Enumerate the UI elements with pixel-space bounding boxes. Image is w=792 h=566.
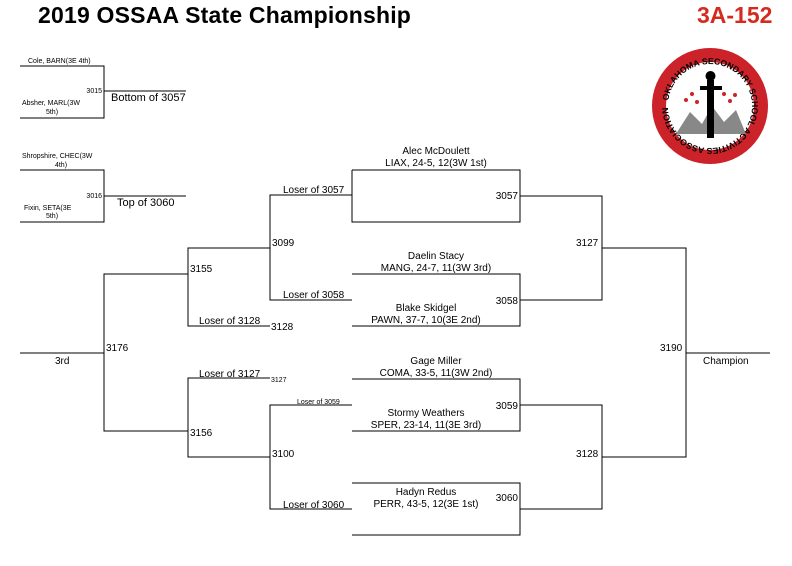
match-number-3190: 3190 [660,343,683,354]
wrestler-stormy-info: SPER, 23-14, 11(3E 3rd) [370,420,482,431]
match-number-3155: 3155 [190,264,213,275]
bottom-of-3057-label: Bottom of 3057 [111,92,186,104]
wrestler-shropshire-place: 4th) [54,162,68,169]
loser-of-3059-label: Loser of 3059 [297,399,340,406]
champion-label: Champion [703,356,749,367]
wrestler-daelin-info: MANG, 24-7, 11(3W 3rd) [380,263,492,274]
wrestler-alec-name: Alec McDoulett [402,146,470,157]
wrestler-daelin-name: Daelin Stacy [407,251,465,262]
match-number-3176: 3176 [106,343,129,354]
wrestler-cole: Cole, BARN(3E 4th) [28,58,91,65]
match-number-3128-small: 3128 [271,322,294,333]
wrestler-hadyn-name: Hadyn Redus [395,487,457,498]
loser-of-3127-label: Loser of 3127 [199,369,261,380]
match-number-3127: 3127 [576,238,599,249]
wrestler-blake-name: Blake Skidgel [395,303,457,314]
match-number-3015: 3015 [86,88,102,95]
wrestler-gage-name: Gage Miller [410,356,462,367]
wrestler-hadyn-info: PERR, 43-5, 12(3E 1st) [373,499,479,510]
wrestler-alec-info: LIAX, 24-5, 12(3W 1st) [385,158,487,169]
match-number-3057: 3057 [495,191,518,202]
top-of-3060-label: Top of 3060 [117,197,175,209]
loser-of-3058-label: Loser of 3058 [283,290,345,301]
match-number-3060: 3060 [495,493,518,504]
match-number-3127-small: 3127 [271,377,287,384]
match-number-3016: 3016 [86,193,102,200]
loser-of-3128-label: Loser of 3128 [199,316,261,327]
loser-of-3057-label: Loser of 3057 [283,185,345,196]
match-number-3099: 3099 [272,238,295,249]
wrestler-absher: Absher, MARL(3W [22,100,80,107]
ossaa-logo-icon: OKLAHOMA SECONDARY SCHOOL ACTIVITIES ASS… [652,48,768,164]
wrestler-shropshire: Shropshire, CHEC(3W [22,153,93,160]
wrestler-gage-info: COMA, 33-5, 11(3W 2nd) [379,368,493,379]
wrestler-fixin-place: 5th) [45,213,59,220]
loser-of-3060-label: Loser of 3060 [283,500,345,511]
match-number-3156: 3156 [190,428,213,439]
weight-class-label: 3A-152 [697,2,773,28]
page-title: 2019 OSSAA State Championship [38,2,412,28]
wrestler-blake-info: PAWN, 37-7, 10(3E 2nd) [371,315,481,326]
wrestler-absher-place: 5th) [45,109,59,116]
match-number-3128: 3128 [576,449,599,460]
wrestler-fixin: Fixin, SETA(3E [24,205,72,212]
match-number-3058: 3058 [495,296,518,307]
match-number-3100: 3100 [272,449,295,460]
match-number-3059: 3059 [495,401,518,412]
third-place-label: 3rd [55,356,70,367]
wrestler-stormy-name: Stormy Weathers [387,408,465,419]
